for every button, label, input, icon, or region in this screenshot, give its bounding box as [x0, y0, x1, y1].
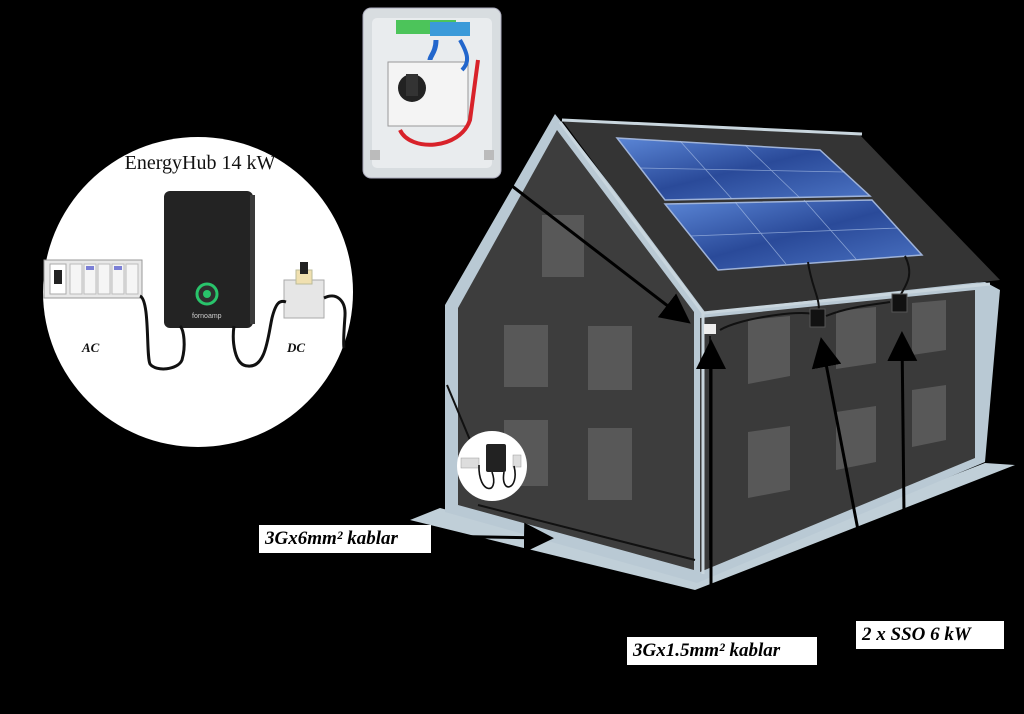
- energyhub-callout: [43, 137, 353, 447]
- ac-cable-label: 3Gx6mm² kablar: [259, 525, 431, 553]
- mini-hub-callout: [457, 431, 527, 501]
- hub-ac-label: AC: [82, 340, 99, 356]
- inverter-unit: [164, 191, 253, 328]
- hub-title: EnergyHub 14 kW: [70, 152, 330, 175]
- optimizer-box: [892, 294, 907, 312]
- optimizer-label: 2 x SSO 6 kW: [856, 621, 1004, 649]
- ac-junction-box: [363, 8, 501, 178]
- arrow-ac-cable: [430, 536, 548, 538]
- inverter-brand: fornoamp: [192, 313, 222, 320]
- ac-breaker-panel: [44, 260, 142, 298]
- dc-junction-box: [704, 324, 716, 334]
- arrow-optimizer-2: [902, 337, 904, 514]
- hub-dc-label: DC: [287, 340, 305, 356]
- dc-cable-label: 3Gx1.5mm² kablar: [627, 637, 817, 665]
- optimizer-box: [810, 309, 825, 327]
